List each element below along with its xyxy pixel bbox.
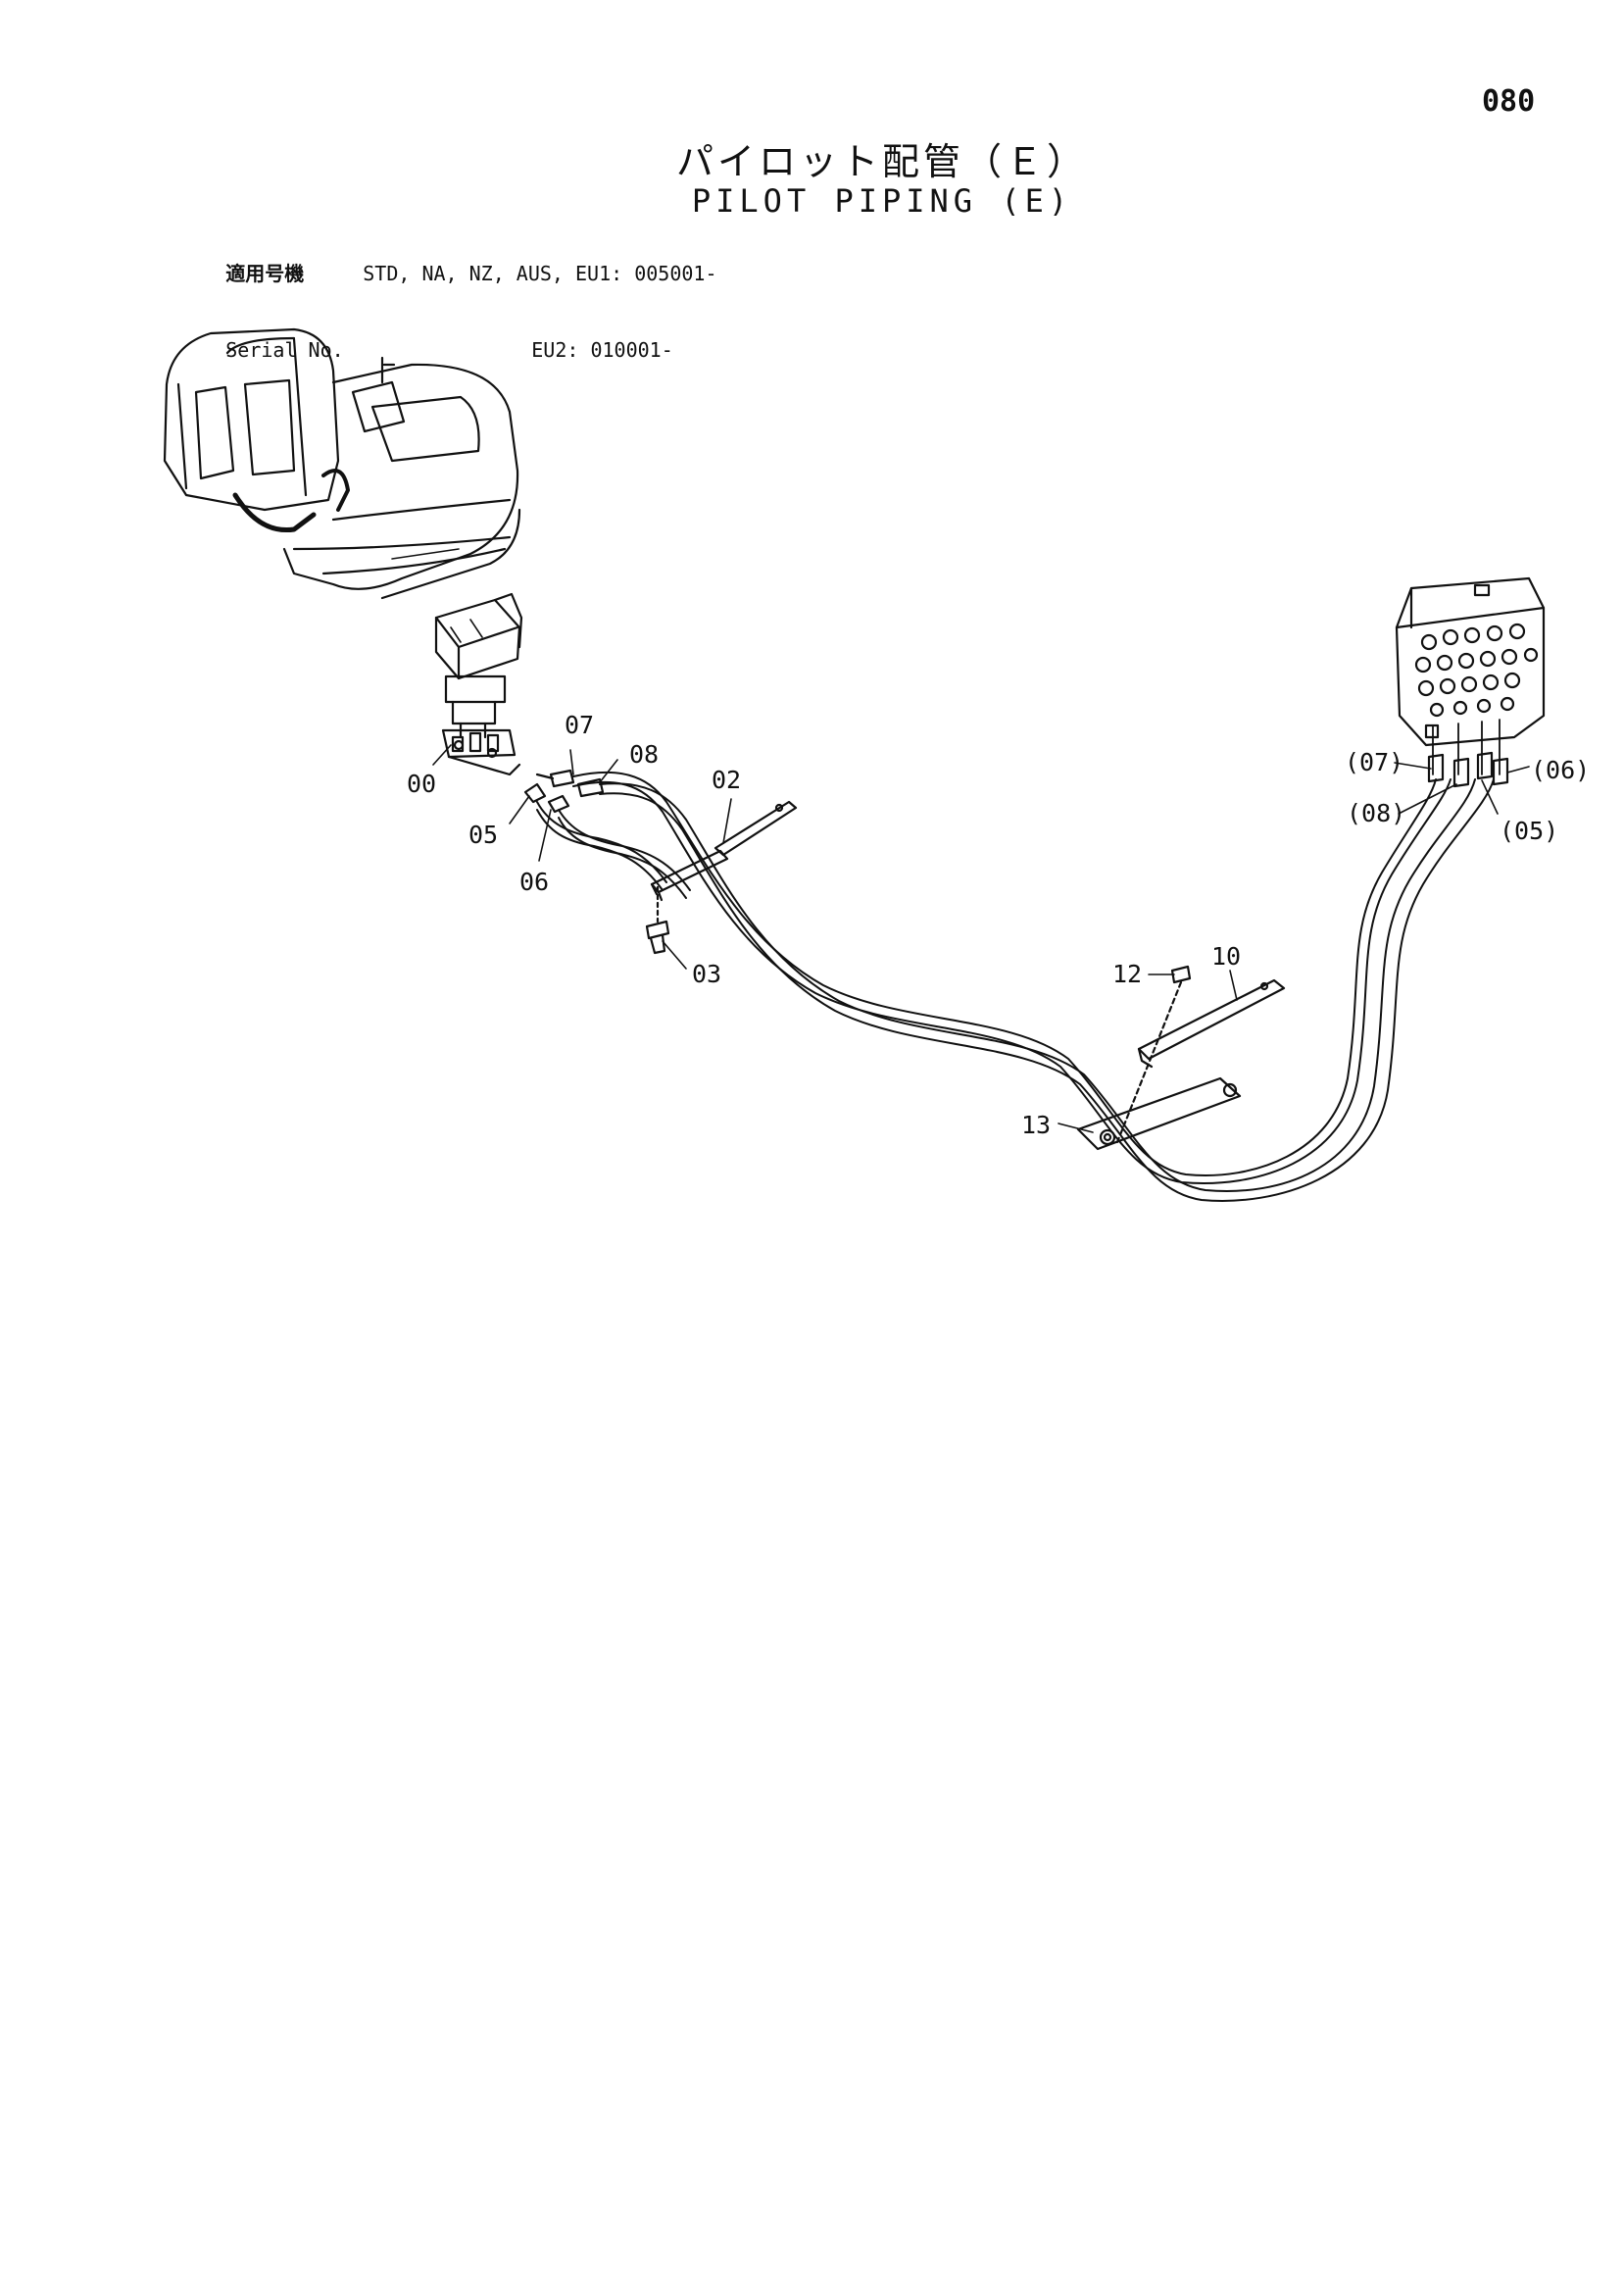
callout-02: 02: [712, 766, 741, 794]
callout-00: 00: [407, 770, 436, 798]
callout-05: 05: [468, 821, 498, 849]
pilot-hoses: [536, 771, 1495, 1202]
callout-ref-05: (05): [1500, 817, 1558, 845]
callout-ref-07: (07): [1345, 748, 1403, 776]
callout-12: 12: [1112, 960, 1142, 988]
serial-range-1: STD, NA, NZ, AUS, EU1: 005001-: [363, 262, 717, 285]
clamp-10: [1137, 978, 1286, 1069]
callout-13: 13: [1021, 1111, 1051, 1139]
callout-08: 08: [629, 740, 659, 769]
serial-label-english: Serial No.: [225, 338, 344, 362]
callout-07: 07: [565, 711, 594, 739]
serial-label-japanese: 適用号機: [225, 262, 305, 285]
serial-range-2: EU2: 010001-: [531, 338, 673, 362]
page-number: 080: [1482, 84, 1536, 119]
excavator-overview-sketch: [163, 327, 521, 600]
hose-fittings-left: [523, 769, 605, 814]
clamp-13: [1076, 1076, 1242, 1151]
clamp-02: [650, 800, 798, 902]
callout-10: 10: [1211, 942, 1241, 971]
callout-03: 03: [692, 960, 721, 988]
leader-lines: [432, 744, 1530, 1133]
callout-numbers: 00 02 03 05 06 07 08 10 12 13 (07) (08) …: [407, 711, 1590, 1139]
callout-06: 06: [519, 868, 549, 896]
hose-fittings-right: [1427, 751, 1509, 788]
callout-ref-08: (08): [1347, 799, 1405, 827]
serial-applicability: 適用号機 STD, NA, NZ, AUS, EU1: 005001- Seria…: [155, 235, 716, 388]
control-valve-right: [1395, 576, 1546, 775]
pilot-valve-left: [434, 592, 523, 776]
callout-ref-06: (06): [1531, 756, 1590, 784]
bolt-12: [1115, 965, 1192, 1144]
page-title-english: PILOT PIPING (E): [691, 182, 1073, 220]
page-title-japanese: パイロット配管（Ｅ）: [675, 140, 1088, 183]
